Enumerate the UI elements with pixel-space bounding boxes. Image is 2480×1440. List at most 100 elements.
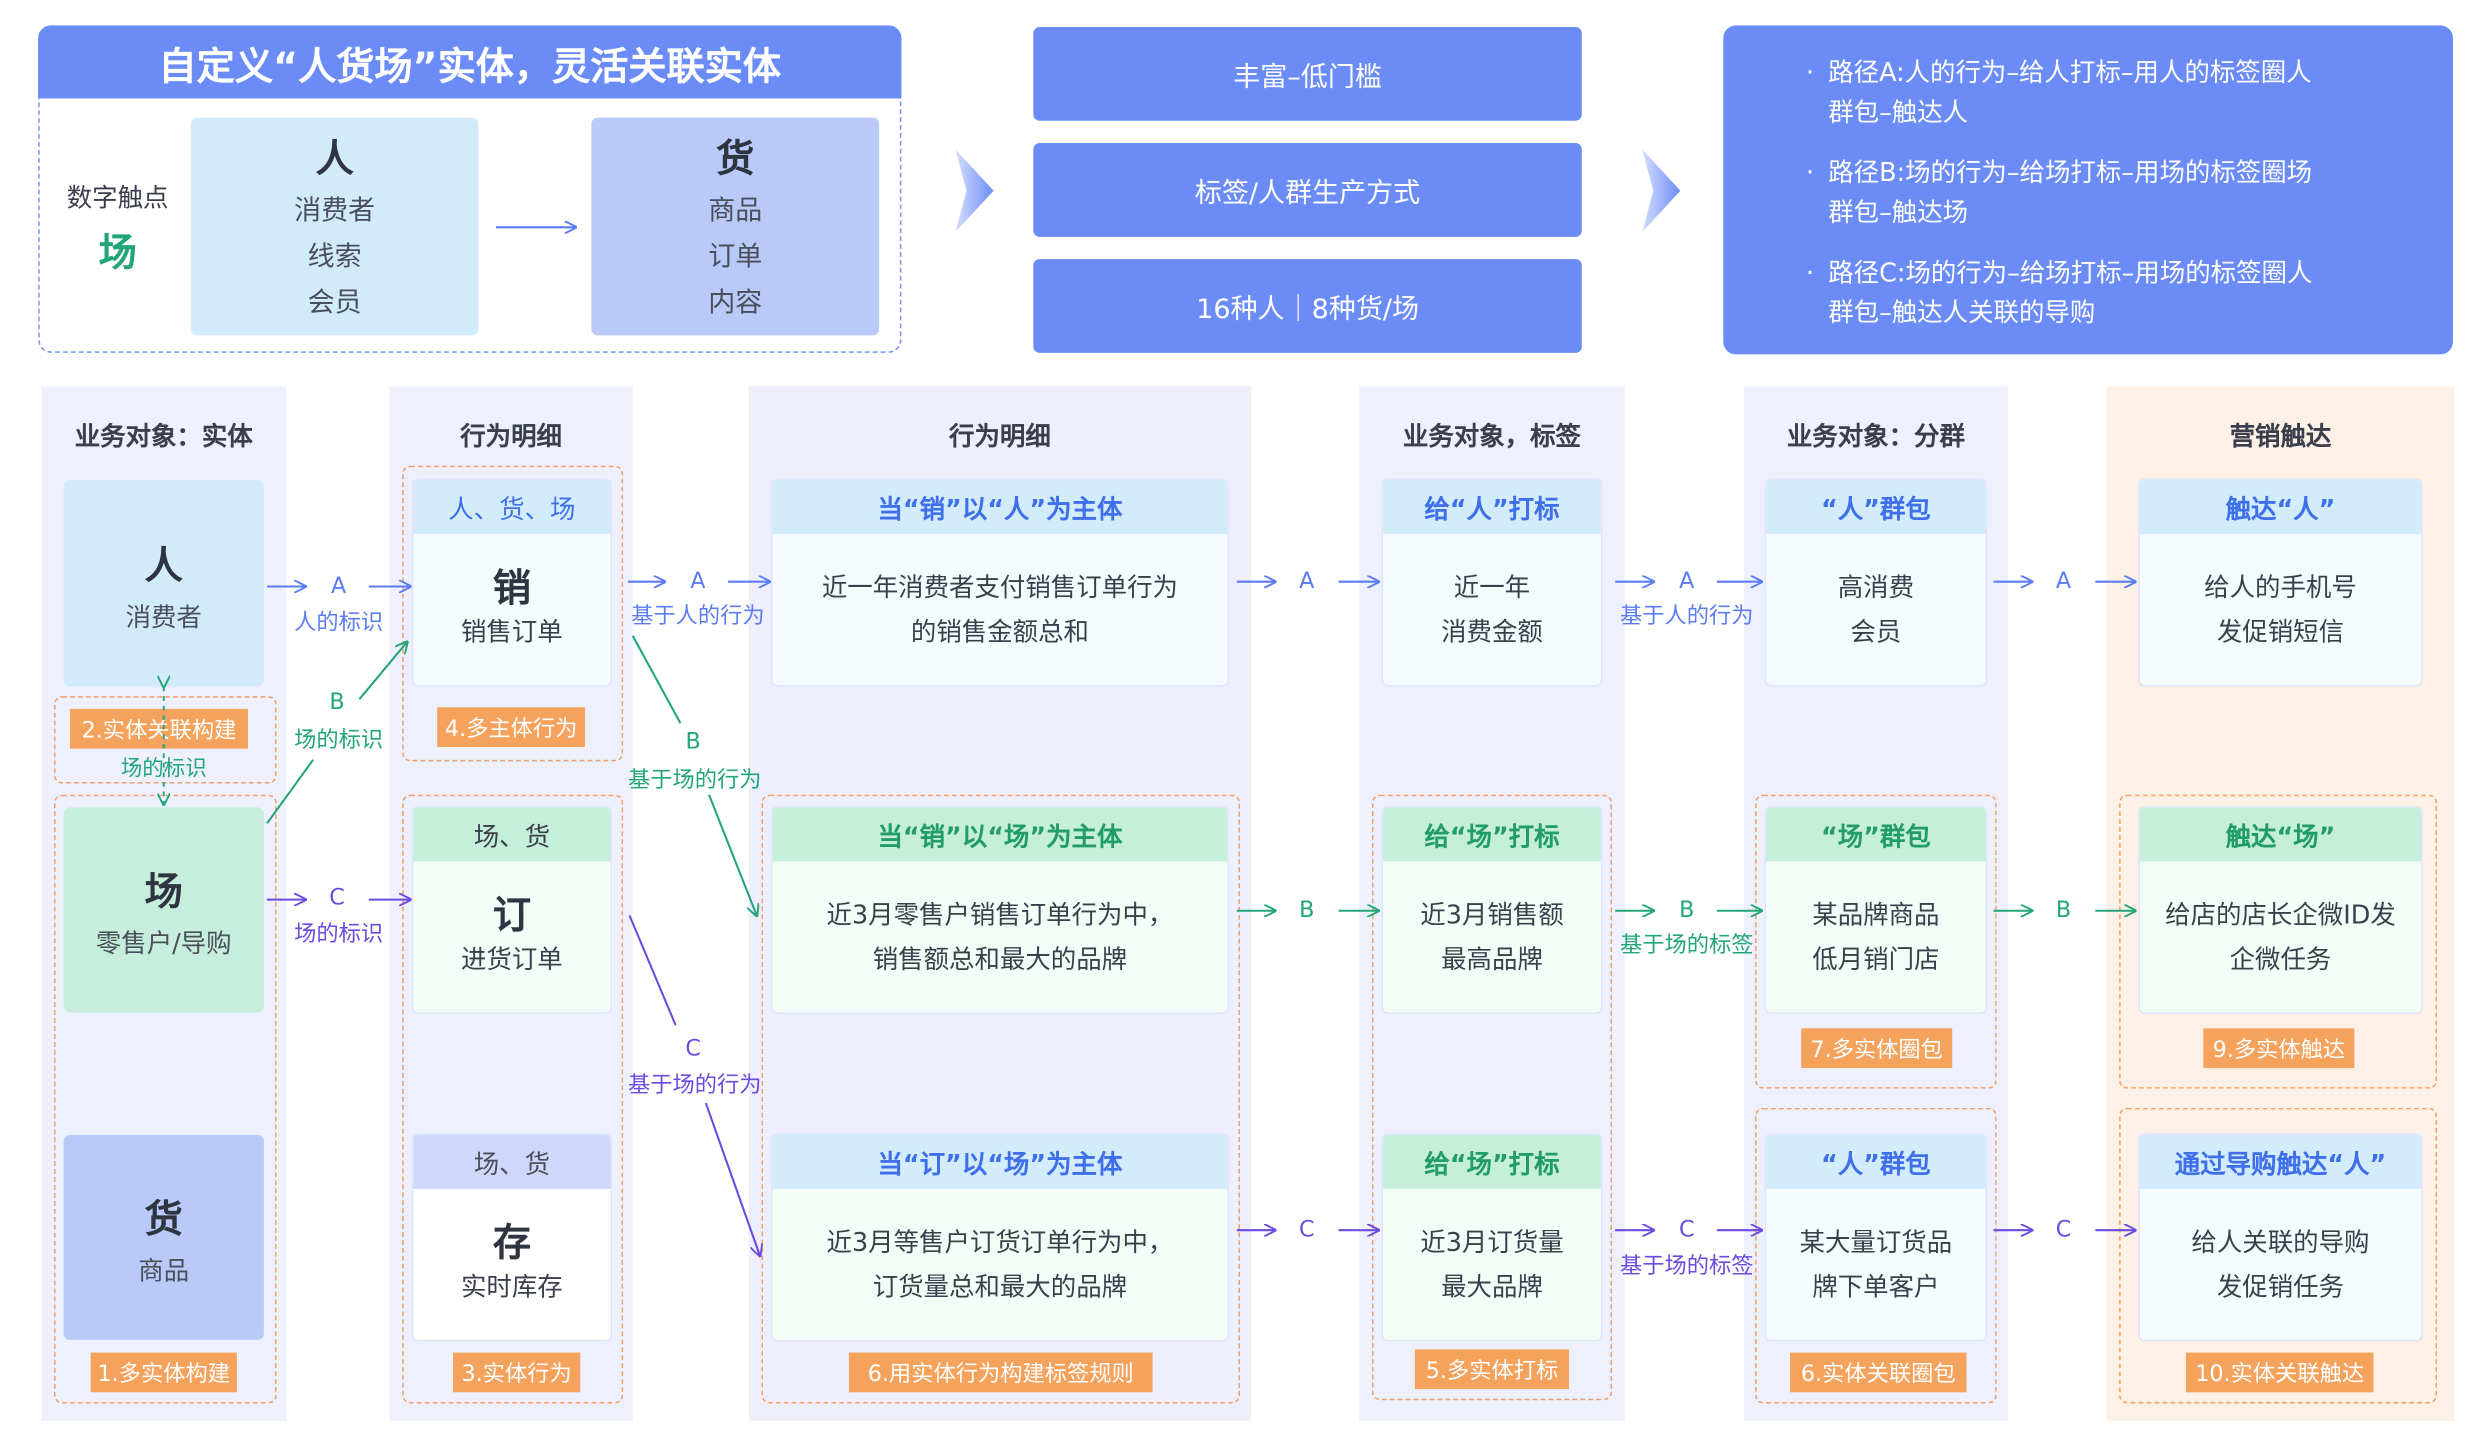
flow-label-by-person: 基于人的行为	[1619, 603, 1754, 630]
tag-a-line2: 消费金额	[1441, 615, 1543, 647]
tag-b-body: 近3月销售额 最高品牌	[1383, 861, 1601, 1012]
entity-behavior-group	[402, 794, 624, 1404]
badge-multi-reach: 9.多实体触达	[2203, 1028, 2355, 1069]
multi-tag-group	[1371, 794, 1612, 1401]
column-title: 行为明细	[460, 421, 562, 452]
entity-place-sub: 零售户/导购	[95, 928, 232, 959]
reach-c-line2: 发促销任务	[2216, 1270, 2345, 1301]
badge-multi-group: 7.多实体圈包	[1801, 1028, 1953, 1069]
flow-label-b: B	[1299, 898, 1315, 924]
multi-subject-group	[402, 465, 624, 762]
reach-b-head: 触达“场”	[2139, 807, 2422, 862]
entity-goods-title: 货	[144, 1196, 183, 1242]
flow-label-by-place: 基于场的行为	[627, 767, 762, 794]
group-card-b: “场”群包 某品牌商品 低月销门店	[1766, 807, 1986, 1013]
badge-relation-reach: 10.实体关联触达	[2185, 1352, 2374, 1393]
entity-person-sub: 消费者	[125, 601, 202, 632]
tag-card-a: 给“人”打标 近一年 消费金额	[1383, 479, 1601, 686]
detail-b-line1: 近3月零售户销售订单行为中，	[826, 898, 1174, 930]
group-c-body: 某大量订货品 牌下单客户	[1766, 1189, 1985, 1340]
behavior-stock-title: 存	[492, 1219, 531, 1265]
group-a-head: “人”群包	[1766, 479, 1986, 535]
group-b-head: “场”群包	[1766, 807, 1986, 862]
chevron-right-icon	[1642, 149, 1681, 233]
feature-box: 丰富–低门槛	[1033, 27, 1582, 121]
tag-rule-group	[761, 794, 1240, 1404]
flow-label-place-id: 场的标识	[294, 727, 384, 754]
tag-b-line2: 最高品牌	[1441, 943, 1543, 974]
reach-b-line1: 给店的店长企微ID发	[2165, 898, 2396, 930]
group-c-line2: 牌下单客户	[1812, 1270, 1940, 1301]
detail-c-head: 当“订”以“场”为主体	[772, 1134, 1228, 1189]
behavior-stock-card: 场、货 存 实时库存	[413, 1134, 611, 1340]
flow-label-person-id: 人的标识	[294, 610, 384, 636]
header-person-item: 线索	[307, 240, 362, 273]
behavior-stock-body: 存 实时库存	[413, 1189, 610, 1340]
behavior-sell-body: 销 销售订单	[413, 534, 610, 685]
arrow-b	[708, 794, 757, 916]
flow-label-b: B	[685, 729, 701, 755]
header-goods-entity: 货 商品 订单 内容	[591, 117, 880, 336]
reach-c-head: 通过导购触达“人”	[2139, 1134, 2422, 1189]
header-goods-item: 商品	[708, 194, 763, 227]
behavior-sell-title: 销	[492, 565, 531, 610]
tag-a-line1: 近一年	[1453, 571, 1531, 602]
header-person-entity: 人 消费者 线索 会员	[190, 117, 479, 336]
tag-a-body: 近一年 消费金额	[1383, 534, 1601, 685]
behavior-sell-card: 人、货、场 销 销售订单	[413, 479, 611, 686]
detail-c-line1: 近3月等售户订货订单行为中，	[826, 1226, 1174, 1257]
tag-a-head: 给“人”打标	[1383, 479, 1601, 535]
arrow-b	[358, 642, 407, 700]
behavior-order-head: 场、货	[413, 807, 611, 862]
column-title: 营销触达	[2229, 421, 2332, 452]
reach-card-c: 通过导购触达“人” 给人关联的导购 发促销任务	[2139, 1134, 2422, 1340]
flow-label-by-place-tag: 基于场的标签	[1619, 1254, 1754, 1280]
reach-a-line2: 发促销短信	[2216, 615, 2345, 647]
multi-group-group	[1755, 794, 1997, 1089]
flow-label-b: B	[329, 689, 345, 716]
path-c-line2: 群包–触达人关联的导购	[1828, 297, 2096, 328]
flow-label-by-person: 基于人的行为	[631, 603, 765, 630]
arrow-b	[266, 759, 315, 824]
group-c-head: “人”群包	[1766, 1134, 1986, 1189]
reach-c-line1: 给人关联的导购	[2191, 1226, 2370, 1257]
flow-label-a: A	[1299, 569, 1315, 595]
group-b-line1: 某品牌商品	[1812, 898, 1940, 930]
tag-c-body: 近3月订货量 最大品牌	[1383, 1189, 1601, 1340]
flow-label-b: B	[1679, 898, 1695, 924]
behavior-stock-sub: 实时库存	[460, 1270, 563, 1301]
detail-a-line1: 近一年消费者支付销售订单行为	[821, 571, 1178, 602]
header-goods-item: 订单	[708, 240, 763, 273]
header-title: 自定义“人货场”实体，灵活关联实体	[38, 25, 902, 99]
reach-card-a: 触达“人” 给人的手机号 发促销短信	[2139, 479, 2422, 686]
path-c-line1: 路径C:场的行为–给场打标–用场的标签圈人	[1828, 257, 2313, 288]
flow-label-c: C	[2055, 1217, 2072, 1243]
touchpoint-value: 场	[98, 229, 137, 275]
group-a-body: 高消费 会员	[1766, 534, 1985, 685]
arrow-c	[628, 915, 677, 1026]
group-b-line2: 低月销门店	[1812, 943, 1940, 974]
flow-label-a: A	[1679, 569, 1695, 595]
header-goods-item: 内容	[708, 286, 763, 319]
group-card-c: “人”群包 某大量订货品 牌下单客户	[1766, 1134, 1986, 1340]
behavior-order-body: 订 进货订单	[413, 861, 610, 1012]
tag-b-line1: 近3月销售额	[1420, 898, 1564, 930]
detail-c-line2: 订货量总和最大的品牌	[872, 1270, 1128, 1301]
relation-reach-group	[2119, 1107, 2438, 1404]
path-b-line1: 路径B:场的行为–给场打标–用场的标签圈场	[1828, 157, 2313, 188]
path-item-b: ·路径B:场的行为–给场打标–用场的标签圈场群包–触达场	[1806, 153, 2313, 232]
relation-group-group	[1755, 1107, 1997, 1404]
entity-person-title: 人	[144, 542, 183, 588]
flow-label-a: A	[330, 573, 347, 600]
tag-c-line2: 最大品牌	[1441, 1270, 1543, 1301]
flow-label-c: C	[685, 1036, 701, 1062]
entity-place: 场 零售户/导购	[63, 807, 264, 1013]
column-title: 业务对象：实体	[74, 421, 253, 452]
badge-multi-entity-build: 1.多实体构建	[90, 1352, 237, 1393]
detail-card-c: 当“订”以“场”为主体 近3月等售户订货订单行为中， 订货量总和最大的品牌	[772, 1134, 1228, 1340]
detail-card-a: 当“销”以“人”为主体 近一年消费者支付销售订单行为 的销售金额总和	[772, 479, 1228, 686]
reach-a-head: 触达“人”	[2139, 479, 2422, 535]
touchpoint-label: 数字触点	[66, 181, 169, 213]
detail-b-body: 近3月零售户销售订单行为中， 销售额总和最大的品牌	[773, 861, 1228, 1012]
reach-b-body: 给店的店长企微ID发 企微任务	[2140, 861, 2421, 1012]
